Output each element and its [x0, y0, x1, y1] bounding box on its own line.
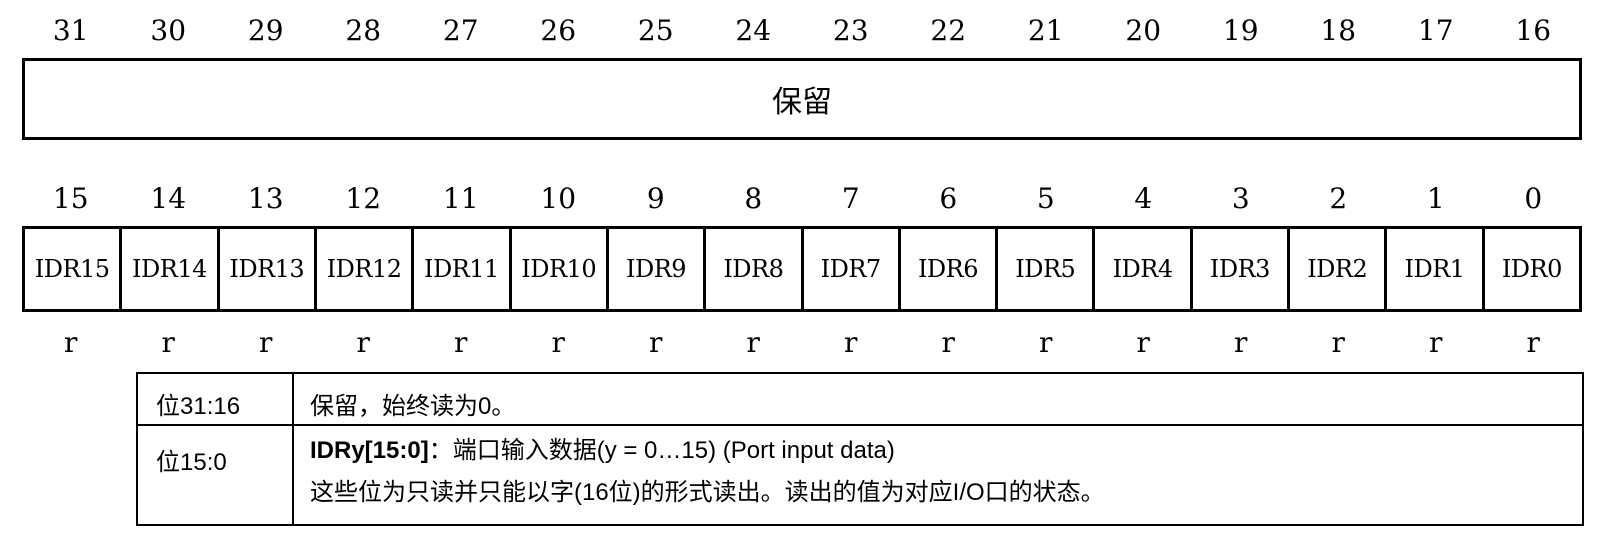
bit-number: 3 — [1231, 182, 1250, 215]
access-type: r — [649, 326, 663, 359]
bit-number: 9 — [646, 182, 665, 215]
field-cell: IDR8 — [706, 229, 804, 309]
access-type: r — [1429, 326, 1443, 359]
bit-range: 位31:16 — [136, 372, 294, 426]
access-type: r — [161, 326, 175, 359]
access-type: r — [454, 326, 468, 359]
field-cell: IDR3 — [1193, 229, 1291, 309]
access-type: r — [1136, 326, 1150, 359]
field-cell: IDR10 — [512, 229, 609, 309]
bit-number: 2 — [1329, 182, 1348, 215]
field-cell: IDR2 — [1290, 229, 1388, 309]
field-cell: IDR0 — [1501, 255, 1563, 283]
bit-number: 15 — [52, 182, 89, 215]
access-type: r — [1331, 326, 1345, 359]
bit-number: 13 — [247, 182, 284, 215]
bit-number: 29 — [247, 14, 284, 47]
bit-number: 30 — [150, 14, 187, 47]
bit-number: 4 — [1134, 182, 1153, 215]
bit-number: 8 — [744, 182, 763, 215]
field-cell: IDR12 — [317, 229, 415, 309]
field-cell: IDR14 — [122, 229, 220, 309]
field-cell: IDR5 — [998, 229, 1096, 309]
bit-number: 0 — [1524, 182, 1543, 215]
bit-range: 位15:0 — [136, 424, 294, 526]
table-row: 位15:0 IDRy[15:0]：端口输入数据(y = 0…15) (Port … — [136, 424, 1584, 526]
bit-number: 26 — [540, 14, 577, 47]
access-type: r — [551, 326, 565, 359]
bit-number: 31 — [52, 14, 89, 47]
bit-number: 21 — [1027, 14, 1064, 47]
field-name: IDRy[15:0] — [310, 437, 429, 464]
field-summary: 端口输入数据(y = 0…15) (Port input data) — [452, 437, 895, 464]
bit-number: 28 — [345, 14, 382, 47]
bit-number: 11 — [442, 182, 479, 215]
field-cell: IDR6 — [901, 229, 999, 309]
field-cell: IDR11 — [414, 229, 512, 309]
bit-number: 19 — [1222, 14, 1259, 47]
field-cell: IDR4 — [1095, 229, 1193, 309]
field-cell: IDR13 — [220, 229, 317, 309]
field-cell: IDR15 — [25, 229, 123, 309]
bit-description: 保留，始终读为0。 — [292, 372, 1584, 426]
access-type: r — [1234, 326, 1248, 359]
bit-number: 16 — [1515, 14, 1552, 47]
access-type: r — [64, 326, 78, 359]
bit-number: 1 — [1426, 182, 1445, 215]
bit-number: 20 — [1125, 14, 1162, 47]
bit-number: 27 — [442, 14, 479, 47]
access-type: r — [941, 326, 955, 359]
bit-number: 18 — [1320, 14, 1357, 47]
field-detail: 这些位为只读并只能以字(16位)的形式读出。读出的值为对应I/O口的状态。 — [310, 479, 1105, 506]
bit-description-table: 位31:16 保留，始终读为0。 位15:0 IDRy[15:0]：端口输入数据… — [136, 372, 1584, 526]
access-type: r — [1039, 326, 1053, 359]
field-cell: IDR7 — [804, 229, 901, 309]
separator: ： — [428, 437, 453, 464]
bit-number: 7 — [841, 182, 860, 215]
bit-number: 10 — [540, 182, 577, 215]
bit-number: 25 — [637, 14, 674, 47]
bit-number: 22 — [930, 14, 967, 47]
bit-number: 23 — [832, 14, 869, 47]
reserved-field: 保留 — [22, 58, 1582, 140]
bit-number: 17 — [1417, 14, 1454, 47]
upper-bit-numbers: 31 30 29 28 27 26 25 24 23 22 21 20 19 18 17 16 — [22, 14, 1582, 47]
table-row: 位31:16 保留，始终读为0。 — [136, 372, 1584, 426]
access-type: r — [1526, 326, 1540, 359]
access-type: r — [356, 326, 370, 359]
field-cell: IDR1 — [1387, 229, 1485, 309]
reserved-label: 保留 — [772, 85, 832, 120]
bit-number: 5 — [1036, 182, 1055, 215]
field-cell: IDR9 — [609, 229, 707, 309]
access-type: r — [844, 326, 858, 359]
bit-number: 6 — [939, 182, 958, 215]
bit-number: 24 — [735, 14, 772, 47]
bit-number: 12 — [345, 182, 382, 215]
bit-description: IDRy[15:0]：端口输入数据(y = 0…15) (Port input … — [292, 424, 1584, 526]
bit-number: 14 — [150, 182, 187, 215]
access-type: r — [259, 326, 273, 359]
access-type: r — [746, 326, 760, 359]
